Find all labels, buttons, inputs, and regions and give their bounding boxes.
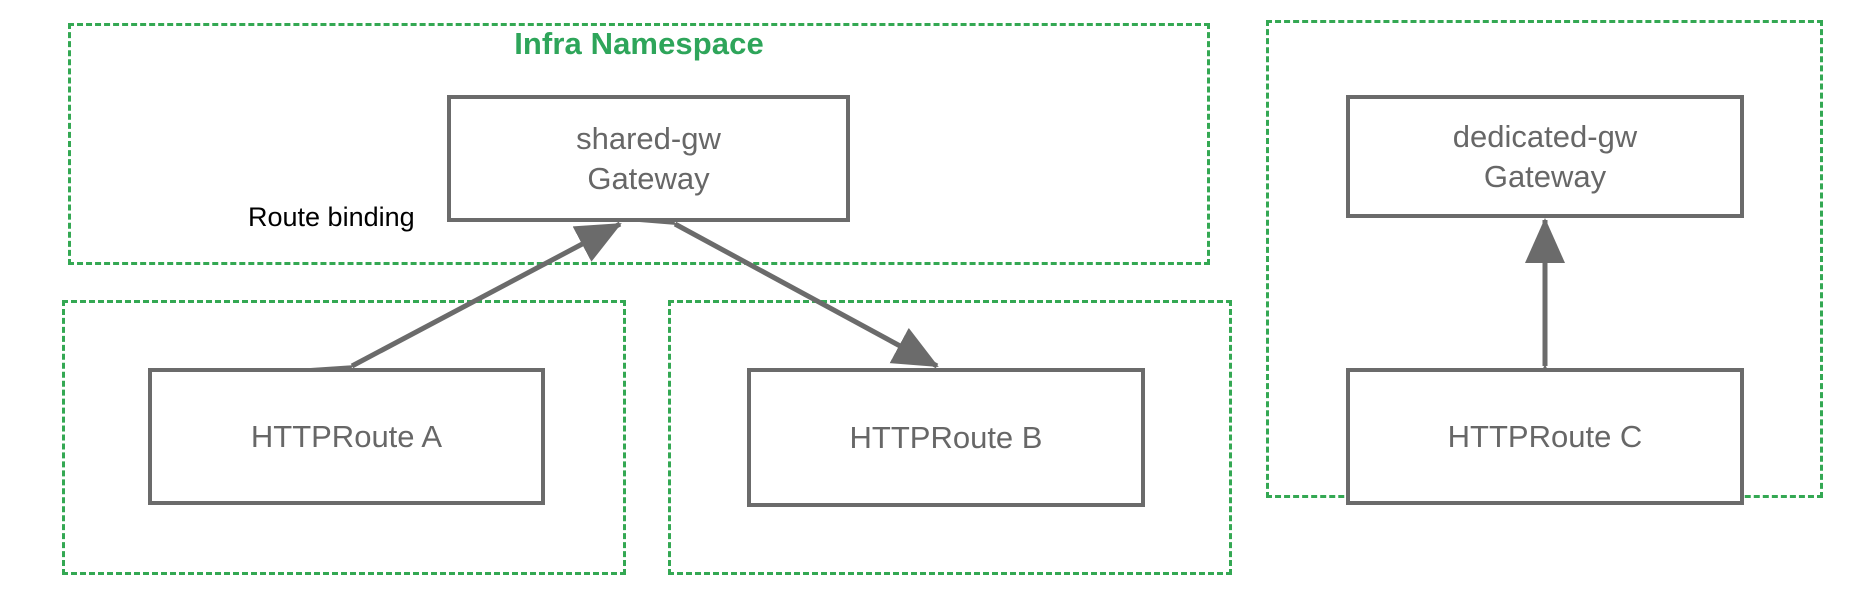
node-dedicated-gw-gateway[interactable]: dedicated-gw Gateway — [1346, 95, 1744, 218]
node-httproute-a-label: HTTPRoute A — [250, 418, 443, 454]
node-shared-gw-gateway[interactable]: shared-gw Gateway — [447, 95, 850, 222]
node-shared-gw-gateway-label: shared-gw Gateway — [576, 120, 721, 196]
node-httproute-b-label: HTTPRoute B — [849, 419, 1043, 455]
namespace-box-b — [668, 300, 1232, 575]
node-httproute-a[interactable]: HTTPRoute A — [148, 368, 545, 505]
node-httproute-b[interactable]: HTTPRoute B — [747, 368, 1145, 507]
node-dedicated-gw-gateway-label: dedicated-gw Gateway — [1452, 118, 1638, 194]
node-httproute-c[interactable]: HTTPRoute C — [1346, 368, 1744, 505]
node-httproute-c-label: HTTPRoute C — [1447, 418, 1643, 454]
edge-label-route-binding: Route binding — [248, 202, 415, 232]
namespace-label-infra: Infra Namespace — [514, 26, 764, 61]
